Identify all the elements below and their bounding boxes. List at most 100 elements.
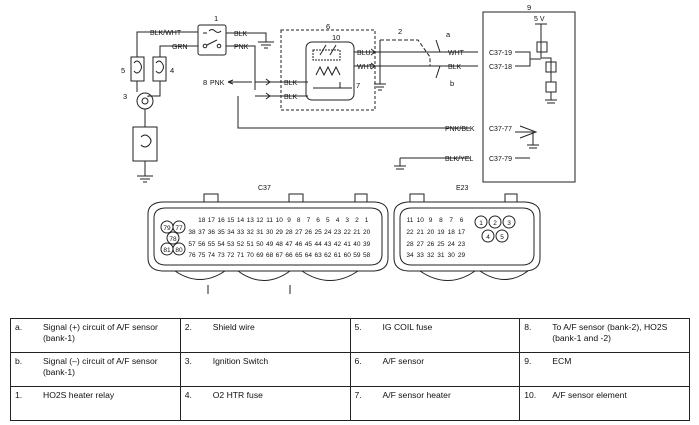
pin-number: 25 [314,229,322,236]
legend-number: 6. [354,356,362,366]
pin-number: 16 [217,217,225,224]
legend-text: Signal (+) circuit of A/F sensor (bank-1… [43,322,158,343]
pin-number: 47 [285,241,293,248]
pin-number: 36 [208,229,216,236]
c37-label: C37 [258,185,271,192]
pin-number: 10 [417,217,425,224]
pin-number: 12 [256,217,264,224]
pin-number: 54 [217,241,225,248]
legend-number: 1. [15,390,23,400]
pin-number: 76 [188,252,196,259]
pin-number: 26 [305,229,313,236]
pin-number: 64 [305,252,313,259]
pin-number: 7 [307,217,311,224]
legend-cell: b.Signal (–) circuit of A/F sensor (bank… [10,352,181,387]
pin-number: 11 [266,217,273,224]
pin-number: 30 [266,229,274,236]
pin-number: 77 [175,225,183,232]
pin-number: 26 [427,241,435,248]
pin-number: 72 [227,252,235,259]
pin-number: 35 [217,229,225,236]
legend-cell: 10.A/F sensor element [519,386,690,421]
pin-number: 23 [458,241,466,248]
callout-1: 1 [214,14,218,23]
pin-number: 67 [276,252,284,259]
pin-number: 24 [324,229,332,236]
pin-number: 61 [334,252,342,259]
pin-number: 62 [324,252,332,259]
legend-table: a.Signal (+) circuit of A/F sensor (bank… [10,318,690,421]
pin-number: 1 [479,220,483,227]
legend-cell: 1. HO2S heater relay [10,386,181,421]
legend-text: HO2S heater relay [43,390,115,400]
legend-cell: a.Signal (+) circuit of A/F sensor (bank… [10,318,181,353]
pin-number: 31 [256,229,264,236]
wiring-diagram: BLK/WHT BLK GRN PNK PNK BLK BLK BLU WHT … [121,3,576,294]
legend-row: a.Signal (+) circuit of A/F sensor (bank… [10,318,690,353]
terminal-c37-19: C37-19 [489,50,512,57]
callout-10: 10 [332,33,340,42]
label-wht: WHT [357,64,374,71]
pin-number: 29 [276,229,284,236]
pin-number: 53 [227,241,235,248]
pin-number: 18 [198,217,206,224]
pin-number: 28 [285,229,293,236]
pin-number: 28 [406,241,414,248]
legend-number: 4. [184,390,192,400]
pin-number: 15 [227,217,235,224]
pin-number: 2 [355,217,359,224]
pin-number: 43 [324,241,332,248]
pin-number: 18 [448,229,456,236]
pin-number: 11 [407,217,414,224]
pin-number: 60 [344,252,352,259]
pin-number: 21 [417,229,425,236]
pin-number: 41 [344,241,352,248]
pin-number: 14 [237,217,245,224]
pin-number: 56 [198,241,206,248]
pin-number: 46 [295,241,303,248]
pin-number: 79 [163,225,171,232]
pin-number: 63 [314,252,322,259]
pin-number: 5 [500,234,504,241]
legend-row: b.Signal (–) circuit of A/F sensor (bank… [10,352,690,387]
pin-number: 22 [406,229,414,236]
pin-number: 78 [169,236,177,243]
callout-7: 7 [356,81,360,90]
legend-number: 5. [354,322,362,332]
ecm-supply-voltage: 5 V [534,16,545,23]
legend-text: O2 HTR fuse [212,390,263,400]
pin-number: 7 [449,217,453,224]
pin-number: 24 [448,241,456,248]
label-pnk-2: PNK [210,80,225,87]
label-blk-wht: BLK/WHT [150,30,182,37]
pin-number: 44 [314,241,322,248]
legend-text: A/F sensor [382,356,425,366]
label-blk: BLK [234,31,248,38]
pin-number: 71 [237,252,245,259]
legend-cell: 2.Shield wire [179,318,351,353]
pin-number: 22 [344,229,352,236]
pin-number: 75 [198,252,206,259]
pin-number: 48 [276,241,284,248]
pin-number: 40 [353,241,361,248]
pin-socket [474,215,488,229]
terminal-c37-79: C37-79 [489,156,512,163]
pin-socket [172,220,186,234]
pin-number: 52 [237,241,245,248]
pin-number: 42 [334,241,342,248]
callout-6: 6 [326,22,330,31]
pin-number: 25 [437,241,445,248]
legend-cell: 9.ECM [519,352,690,387]
label-blk-yel: BLK/YEL [445,156,474,163]
legend-text: Ignition Switch [212,356,269,366]
pin-number: 50 [256,241,264,248]
terminal-c37-77: C37-77 [489,126,512,133]
legend-number: b. [15,356,23,366]
pin-number: 8 [439,217,443,224]
label-blk-2: BLK [284,80,298,87]
callout-4: 4 [170,66,174,75]
terminal-c37-18: C37-18 [489,64,512,71]
